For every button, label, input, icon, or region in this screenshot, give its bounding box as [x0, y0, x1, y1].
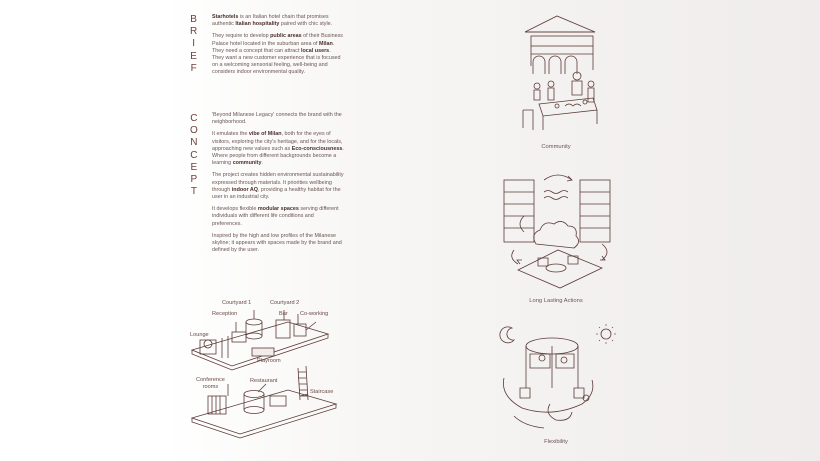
flexibility-sketch: [490, 318, 620, 438]
label-staircase: Staircase: [310, 389, 334, 395]
label-playroom: Playroom: [257, 358, 281, 364]
brief-letter: E: [190, 50, 197, 62]
brief-letter: F: [190, 62, 197, 74]
concept-paragraph-3: The project creates hidden environmental…: [212, 172, 344, 201]
concept-paragraph-2: It emulates the vibe of Milan, both for …: [212, 131, 344, 167]
concept-letter: E: [190, 161, 198, 173]
brief-letter: B: [190, 14, 197, 25]
long-lasting-actions-sketch: [498, 172, 618, 290]
caption-community: Community: [541, 144, 571, 150]
brief-paragraph-2: They require to develop public areas of …: [212, 33, 343, 76]
caption-long-lasting-actions: Long Lasting Actions: [529, 298, 583, 304]
community-sketch: [505, 14, 609, 138]
label-coworking: Co-working: [300, 311, 329, 317]
concept-letter: O: [190, 125, 198, 137]
concept-letter: T: [190, 186, 197, 198]
concept-paragraph-5: Inspired by the high and low profiles of…: [212, 232, 342, 254]
brief-letter: I: [192, 38, 195, 50]
concept-letter: N: [190, 137, 198, 149]
label-restaurant: Restaurant: [250, 378, 278, 384]
concept-letter: C: [190, 149, 198, 161]
concept-letter: P: [190, 173, 198, 185]
caption-flexibility: Flexibility: [544, 439, 568, 445]
label-bar: Bar: [279, 311, 288, 317]
label-reception: Reception: [212, 311, 238, 317]
brief-letter: R: [190, 26, 198, 38]
label-courtyard-2: Courtyard 2: [270, 300, 300, 306]
label-lounge: Lounge: [190, 332, 209, 338]
axonometric-plan-sketch: [188, 300, 348, 450]
label-conference-rooms: Conference rooms: [196, 377, 225, 390]
concept-paragraph-1: 'Beyond Milanese Legacy' connects the br…: [212, 112, 342, 126]
concept-text: 'Beyond Milanese Legacy' connects the br…: [212, 112, 344, 259]
concept-letter: C: [190, 113, 198, 124]
concept-paragraph-4: It develops flexible modular spaces serv…: [212, 206, 339, 227]
brief-paragraph-1: Starhotels is an Italian hotel chain tha…: [212, 14, 333, 28]
brief-text: Starhotels is an Italian hotel chain tha…: [212, 14, 344, 82]
label-courtyard-1: Courtyard 1: [222, 300, 252, 306]
